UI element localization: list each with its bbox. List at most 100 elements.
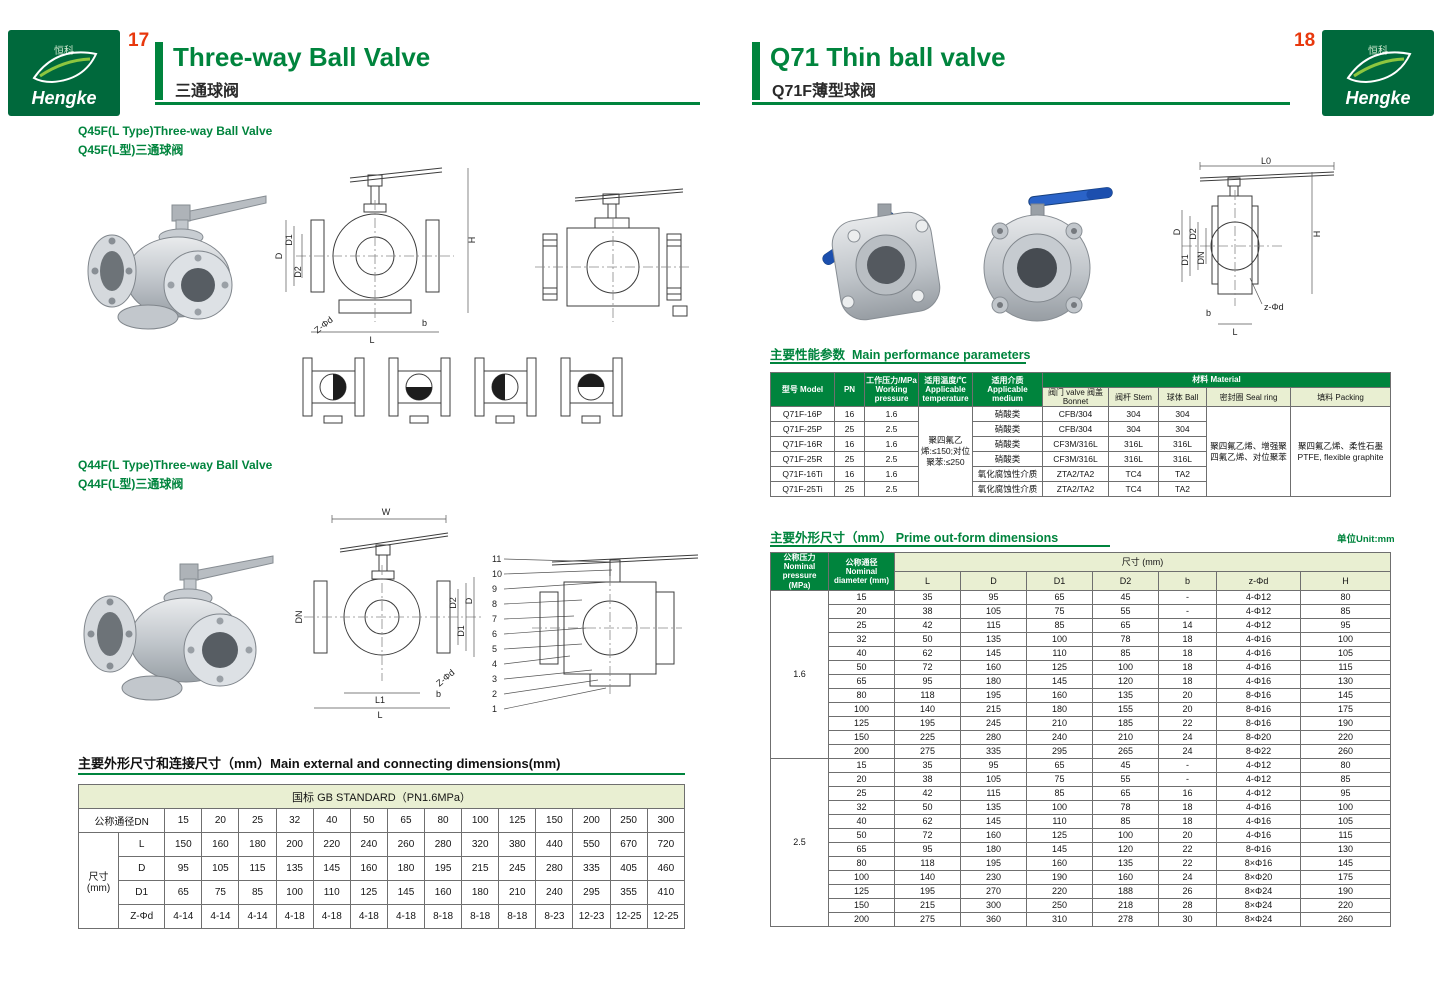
valve-handle <box>187 555 274 582</box>
dim-label-D: D <box>464 597 474 604</box>
header-pressure: 工作压力/MPa Working pressure <box>864 371 919 408</box>
size-value-cell: 75 <box>1026 603 1093 619</box>
size-value-cell: 175 <box>1299 701 1392 717</box>
size-value-cell: 360 <box>960 911 1027 927</box>
size-value-cell: 135 <box>960 799 1027 815</box>
header-stem: 阀杆 Stem <box>1108 386 1159 408</box>
size-value-cell: 24 <box>1158 743 1217 759</box>
dim-value-cell: 280 <box>535 856 574 881</box>
size-value-cell: 160 <box>1026 855 1093 871</box>
dim-value-cell: 180 <box>238 832 277 857</box>
size-value-cell: 18 <box>1158 813 1217 829</box>
size-value-cell: 188 <box>1092 883 1159 899</box>
size-value-cell: 8×Φ24 <box>1216 883 1301 899</box>
size-value-cell: 245 <box>960 715 1027 731</box>
size-value-cell: 140 <box>894 869 961 885</box>
dim-value-cell: 105 <box>201 856 240 881</box>
size-value-cell: 190 <box>1026 869 1093 885</box>
stem-cell: 316L <box>1108 436 1159 453</box>
dim-label-D2: D2 <box>1188 228 1198 240</box>
part-number-2: 2 <box>492 689 497 699</box>
handle-hub <box>171 204 191 222</box>
valve-handle <box>179 195 267 223</box>
dim-value-cell: 440 <box>535 832 574 857</box>
leaf-vein-icon <box>1353 57 1405 78</box>
dn-value-cell: 300 <box>646 808 686 833</box>
size-value-cell: 85 <box>1092 813 1159 829</box>
size-value-cell: 145 <box>960 645 1027 661</box>
size-value-cell: 24 <box>1158 869 1217 885</box>
q44f-dimension-drawing: W DN D2 D1 D L1 b L Z-Φd <box>294 507 484 720</box>
dim-value-cell: 115 <box>238 856 277 881</box>
leaf-icon <box>1346 51 1412 84</box>
header-size: 尺寸 (mm) <box>893 552 1392 572</box>
leaf-icon <box>32 51 98 84</box>
valve-bore <box>867 246 905 284</box>
medium-cell: 硝酸类 <box>972 451 1043 468</box>
header-pn: PN <box>834 371 865 408</box>
performance-heading: 主要性能参数 Main performance parameters <box>770 344 1031 363</box>
section2-heading-en: Q44F(L Type)Three-way Ball Valve <box>78 458 273 472</box>
dim-value-cell: 380 <box>498 832 537 857</box>
hengke-logo-mark: 恒科 Hengke <box>1345 44 1412 108</box>
size-value-cell: 105 <box>960 603 1027 619</box>
standard-header-cell: 国标 GB STANDARD（PN1.6MPa） <box>78 784 685 809</box>
dn-value-cell: 50 <box>349 808 388 833</box>
size-value-cell: 185 <box>1092 715 1159 731</box>
diameter-cell: 150 <box>828 729 895 745</box>
dim-label-D1: D1 <box>1180 254 1190 266</box>
pn-cell: 25 <box>834 421 865 438</box>
diameter-cell: 20 <box>828 771 895 787</box>
size-value-cell: 95 <box>1299 617 1392 633</box>
size-value-cell: 130 <box>1299 673 1392 689</box>
header-size-col: D1 <box>1026 570 1093 591</box>
size-value-cell: 100 <box>1299 631 1392 647</box>
size-value-cell: 42 <box>894 785 961 801</box>
page-title-left: Three-way Ball Valve <box>173 42 431 72</box>
pn-cell: 16 <box>834 436 865 453</box>
dim-value-cell: 8-18 <box>461 904 500 929</box>
size-value-cell: 280 <box>960 729 1027 745</box>
section2-heading-zh: Q44F(L型)三通球阀 <box>78 477 184 491</box>
dim-value-cell: 240 <box>349 832 388 857</box>
dim-value-cell: 220 <box>312 832 351 857</box>
size-value-cell: 100 <box>1299 799 1392 815</box>
dim-value-cell: 12-25 <box>609 904 648 929</box>
size-value-cell: 8-Φ16 <box>1216 841 1301 857</box>
size-value-cell: 180 <box>960 673 1027 689</box>
medium-cell: 硝酸类 <box>972 436 1043 453</box>
q45f-valve-photo <box>87 195 267 330</box>
dim-value-cell: 200 <box>275 832 314 857</box>
diameter-cell: 100 <box>828 701 895 717</box>
size-value-cell: 8-Φ16 <box>1216 687 1301 703</box>
hengke-logo-left: 恒科 Hengke <box>8 30 120 116</box>
valve-bore <box>1017 248 1057 288</box>
page-subtitle-right: Q71F薄型球阀 <box>772 83 877 100</box>
size-value-cell: 85 <box>1026 617 1093 633</box>
dim-value-cell: 4-18 <box>312 904 351 929</box>
title-accent-bar-left <box>155 42 163 100</box>
left-table-caption: 主要外形尺寸和连接尺寸（mm）Main external and connect… <box>78 756 561 771</box>
q44f-valve-photo <box>83 555 274 701</box>
dim-value-cell: 4-18 <box>349 904 388 929</box>
dim-label-D1: D1 <box>456 625 466 637</box>
seal-ring-cell: 聚四氟乙烯、增强聚四氟乙烯、对位聚苯 <box>1206 406 1291 498</box>
model-cell: Q71F-25R <box>770 451 835 468</box>
size-value-cell: 18 <box>1158 659 1217 675</box>
stem-cell: 304 <box>1108 406 1159 423</box>
dim-value-cell: 145 <box>386 880 426 905</box>
dimensions-heading-en: Prime out-form dimensions <box>895 531 1059 545</box>
dim-value-cell: 100 <box>275 880 314 905</box>
ball-cell: 316L <box>1158 436 1207 453</box>
bonnet-cell: CF3M/316L <box>1042 436 1109 453</box>
dn-value-cell: 15 <box>164 808 203 833</box>
diameter-cell: 80 <box>828 855 895 871</box>
size-value-cell: 78 <box>1092 799 1159 815</box>
size-value-cell: 125 <box>1026 827 1093 843</box>
size-value-cell: 260 <box>1299 911 1392 927</box>
